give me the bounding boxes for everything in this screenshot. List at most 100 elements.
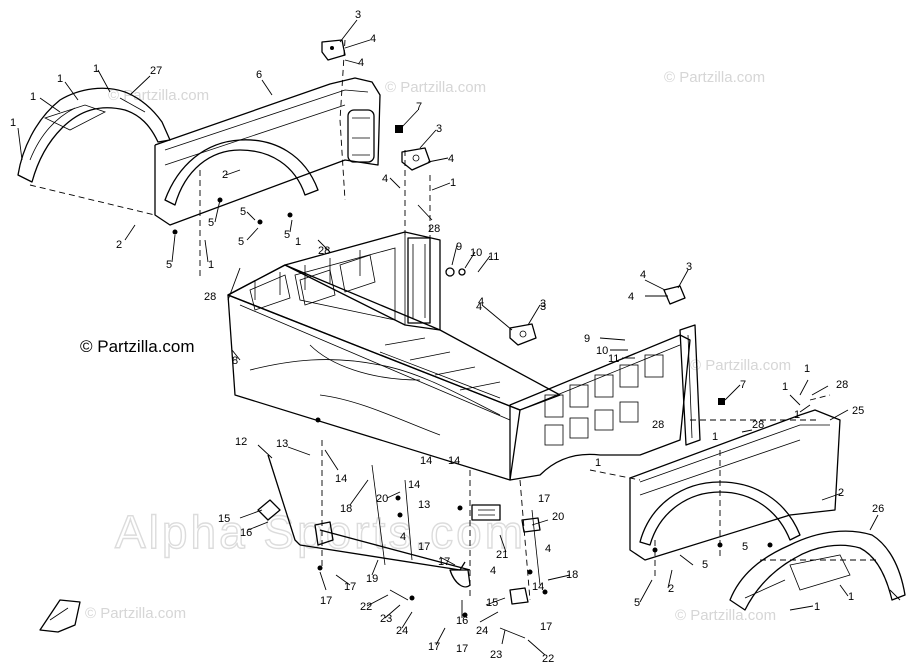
callout: 4 [628, 291, 634, 303]
callout: 24 [396, 625, 408, 637]
callout: 3 [355, 9, 361, 21]
callout: 3 [540, 298, 546, 310]
callout: 1 [57, 73, 63, 85]
callout: 4 [490, 565, 496, 577]
callout: 22 [542, 653, 554, 665]
watermark-text: © Partzilla.com [690, 357, 791, 374]
callout: 4 [545, 543, 551, 555]
callout: 14 [420, 455, 432, 467]
callout: 17 [344, 581, 356, 593]
leader-lines [17, 19, 901, 656]
callout: 1 [295, 236, 301, 248]
callout: 1 [848, 591, 854, 603]
cargo-box [227, 231, 691, 481]
callout: 26 [872, 503, 884, 515]
callout: 1 [30, 91, 36, 103]
left-rear-fender [17, 87, 171, 183]
callout: 14 [408, 479, 420, 491]
callout: 1 [804, 363, 810, 375]
callout: 5 [208, 217, 214, 229]
callout: 22 [360, 601, 372, 613]
fasteners [172, 197, 773, 618]
callout: 9 [456, 241, 462, 253]
callout: 1 [782, 381, 788, 393]
callout: 11 [608, 353, 619, 365]
callout: 5 [238, 236, 244, 248]
callout: 21 [496, 549, 508, 561]
callout: 1 [450, 177, 456, 189]
callout-labels: 1 1 1 1 27 6 3 4 4 7 3 4 4 1 28 28 2 5 2… [10, 9, 884, 665]
callout: 5 [284, 229, 290, 241]
callout: 28 [836, 379, 848, 391]
callout: 28 [652, 419, 664, 431]
callout: 1 [93, 63, 99, 75]
right-rear-fender [729, 530, 906, 611]
top-bracket [321, 39, 346, 61]
callout: 23 [380, 613, 392, 625]
watermark-text: © Partzilla.com [664, 69, 765, 86]
callout: 1 [794, 409, 800, 421]
callout: 7 [416, 101, 422, 113]
callout: 1 [814, 601, 820, 613]
copyright-label: © Partzilla.com [80, 337, 195, 356]
callout: 7 [740, 379, 746, 391]
callout: 4 [358, 57, 364, 69]
callout: 17 [418, 541, 430, 553]
callout: 2 [668, 583, 674, 595]
callout: 4 [478, 296, 484, 308]
callout: 10 [596, 345, 608, 357]
callout: 2 [838, 487, 844, 499]
callout: 20 [552, 511, 564, 523]
callout: 13 [276, 438, 288, 450]
callout: 5 [166, 259, 172, 271]
callout: 4 [448, 153, 454, 165]
callout: 10 [470, 247, 482, 259]
callout: 18 [340, 503, 352, 515]
callout: 1 [10, 117, 16, 129]
callout: 1 [208, 259, 214, 271]
callout: 8 [232, 355, 238, 367]
callout: 2 [116, 239, 122, 251]
watermark-text: © Partzilla.com [675, 607, 776, 624]
callout: 17 [438, 556, 450, 568]
callout: 3 [686, 261, 692, 273]
callout: 17 [320, 595, 332, 607]
callout: 15 [218, 513, 230, 525]
callout: 16 [240, 527, 252, 539]
watermark-text: © Partzilla.com [108, 87, 209, 104]
callout: 28 [318, 245, 330, 257]
callout: 18 [566, 569, 578, 581]
callout: 3 [436, 123, 442, 135]
callout: 1 [712, 431, 718, 443]
right-post [679, 324, 701, 446]
callout: 4 [476, 301, 482, 313]
center-watermark: Alpha Sports.com [115, 506, 526, 558]
watermark-text: © Partzilla.com [385, 79, 486, 96]
callout: 17 [540, 621, 552, 633]
callout: 5 [634, 597, 640, 609]
callout: 3 [540, 301, 546, 313]
callout: 14 [335, 473, 347, 485]
callout: 4 [400, 531, 406, 543]
callout: 9 [584, 333, 590, 345]
callout: 19 [366, 573, 378, 585]
direction-arrow-icon [39, 599, 81, 633]
callout: 25 [852, 405, 864, 417]
callout: 28 [428, 223, 440, 235]
callout: 5 [742, 541, 748, 553]
callout: 16 [456, 615, 468, 627]
callout: 1 [595, 457, 601, 469]
callout: 28 [752, 419, 764, 431]
callout: 5 [240, 206, 246, 218]
callout: 2 [222, 169, 228, 181]
callout: 11 [488, 251, 499, 263]
callout: 27 [150, 65, 162, 77]
callout: 14 [532, 581, 544, 593]
callout: 14 [448, 455, 460, 467]
callout: 23 [490, 649, 502, 661]
bracket-hardware [395, 125, 725, 405]
callout: 4 [370, 33, 376, 45]
callout: 12 [235, 436, 247, 448]
